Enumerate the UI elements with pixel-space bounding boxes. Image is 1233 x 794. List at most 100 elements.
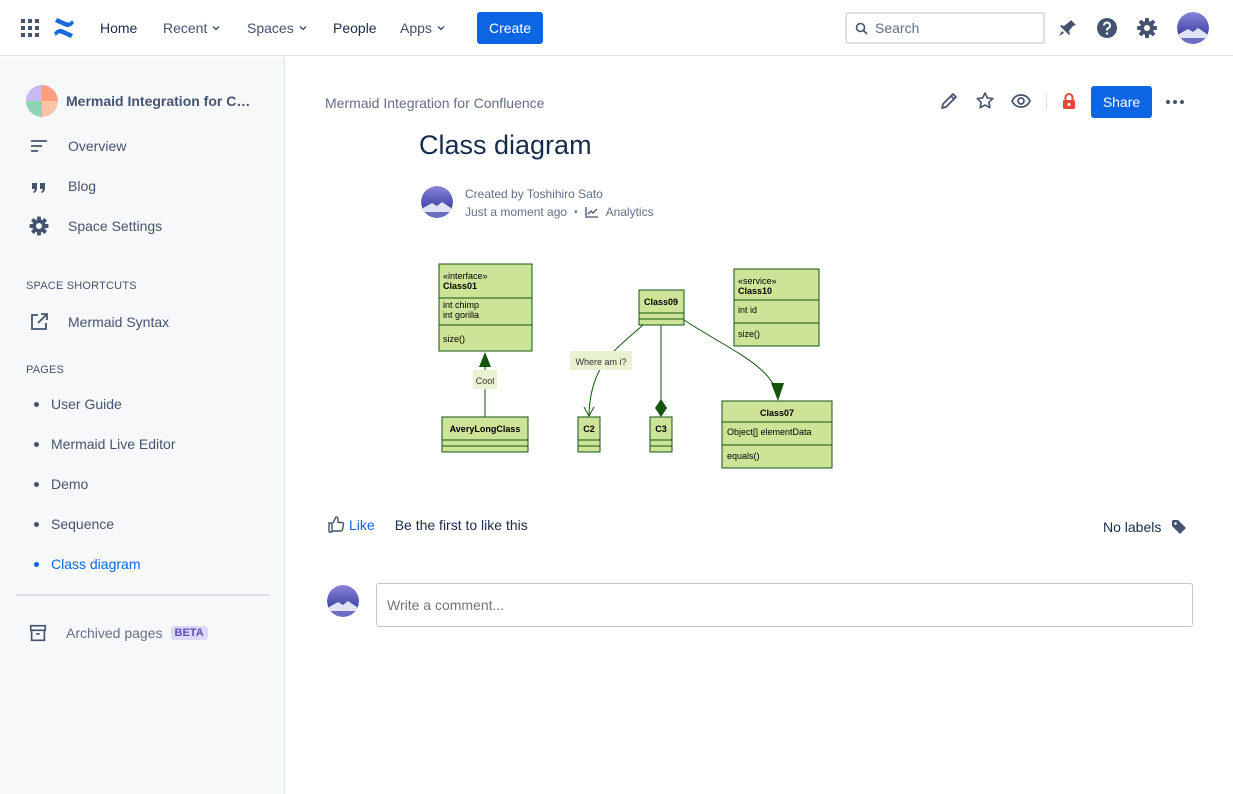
like-button[interactable]: Like xyxy=(328,516,375,533)
notifications-icon[interactable] xyxy=(1057,17,1079,39)
class09-box xyxy=(638,289,685,326)
class10-stereotype: «service» xyxy=(738,276,777,286)
overview-lines-icon xyxy=(31,140,47,152)
sidebar-item-space-settings[interactable]: Space Settings xyxy=(28,215,162,237)
class10-method: size() xyxy=(738,329,760,339)
analytics-chart-icon xyxy=(584,207,598,218)
averylongclass-box xyxy=(441,416,529,453)
sidebar-page-class-diagram[interactable]: Class diagram xyxy=(34,556,140,572)
bullet-icon xyxy=(34,561,39,567)
c2-box xyxy=(577,416,601,453)
timestamp: Just a moment ago xyxy=(465,205,568,219)
confluence-logo-icon[interactable] xyxy=(52,16,76,40)
share-button[interactable]: Share xyxy=(1091,86,1152,118)
sidebar-page-sequence[interactable]: Sequence xyxy=(34,516,114,532)
class01-method: size() xyxy=(443,334,465,344)
dependency-arrowhead xyxy=(771,383,784,401)
edit-pencil-icon[interactable] xyxy=(939,91,959,111)
no-labels-text: No labels xyxy=(1103,519,1162,535)
sidebar-page-demo[interactable]: Demo xyxy=(34,476,88,492)
class07-title: Class07 xyxy=(760,408,794,418)
chevron-down-icon xyxy=(299,25,307,31)
space-name: Mermaid Integration for Co... xyxy=(66,93,256,109)
sidebar: Mermaid Integration for Co... Overview B… xyxy=(0,57,285,794)
breadcrumb[interactable]: Mermaid Integration for Confluence xyxy=(325,95,545,111)
sidebar-shortcut-mermaid-syntax[interactable]: Mermaid Syntax xyxy=(28,311,169,333)
pages-heading: PAGES xyxy=(26,364,65,376)
action-separator xyxy=(1046,94,1047,110)
beta-badge: BETA xyxy=(170,626,208,640)
archive-box-icon xyxy=(29,624,47,642)
class07-box xyxy=(721,400,833,469)
composition-diamond xyxy=(655,399,667,417)
bullet-icon xyxy=(34,481,39,487)
c3-title: C3 xyxy=(655,424,667,434)
sidebar-item-blog[interactable]: Blog xyxy=(28,175,96,197)
quote-icon xyxy=(32,183,45,193)
inheritance-arrowhead xyxy=(479,352,491,367)
nav-recent[interactable]: Recent xyxy=(163,18,221,38)
nav-home[interactable]: Home xyxy=(100,20,138,36)
search-icon xyxy=(855,22,868,35)
app-switcher-icon[interactable] xyxy=(21,19,39,37)
help-icon[interactable] xyxy=(1096,17,1118,39)
like-row: Like Be the first to like this xyxy=(328,516,528,533)
sidebar-archived-pages[interactable]: Archived pages BETA xyxy=(28,623,208,643)
settings-gear-icon[interactable] xyxy=(1136,17,1158,39)
class01-stereotype: «interface» xyxy=(443,271,488,281)
star-icon[interactable] xyxy=(975,91,995,111)
user-avatar[interactable] xyxy=(1177,12,1209,44)
space-avatar-icon xyxy=(26,85,58,117)
where-label-bg xyxy=(570,351,632,370)
byline-meta: Just a moment ago • Analytics xyxy=(465,205,654,219)
more-actions-icon[interactable] xyxy=(1165,96,1185,108)
class09-title: Class09 xyxy=(644,297,678,307)
thumbs-up-icon xyxy=(328,516,345,533)
c3-box xyxy=(649,416,673,453)
chevron-down-icon xyxy=(212,25,220,31)
bullet-icon xyxy=(34,401,39,407)
class10-title: Class10 xyxy=(738,286,772,296)
sidebar-page-mermaid-live-editor[interactable]: Mermaid Live Editor xyxy=(34,436,176,452)
averylongclass-title: AveryLongClass xyxy=(450,424,521,434)
sidebar-item-overview[interactable]: Overview xyxy=(28,135,126,157)
c2-title: C2 xyxy=(583,424,595,434)
class07-method: equals() xyxy=(727,451,760,461)
association-arrowhead xyxy=(583,406,595,418)
class01-box xyxy=(438,263,533,352)
watch-eye-icon[interactable] xyxy=(1011,91,1031,111)
sidebar-divider xyxy=(16,594,269,596)
class01-attr: int gorilla xyxy=(443,310,479,320)
comment-input[interactable] xyxy=(376,583,1193,627)
created-by-text: Created by Toshihiro Sato xyxy=(465,187,603,201)
sidebar-page-user-guide[interactable]: User Guide xyxy=(34,396,122,412)
class01-title: Class01 xyxy=(443,281,477,291)
nav-apps[interactable]: Apps xyxy=(400,18,446,38)
space-header[interactable]: Mermaid Integration for Co... xyxy=(26,85,256,117)
restrictions-lock-icon[interactable] xyxy=(1059,91,1079,111)
class01-attr: int chimp xyxy=(443,300,479,310)
class10-attr: int id xyxy=(738,305,757,315)
analytics-link[interactable]: Analytics xyxy=(605,205,654,219)
nav-people[interactable]: People xyxy=(333,20,377,36)
class10-box xyxy=(733,268,820,347)
separator-dot: • xyxy=(574,206,578,218)
commenter-avatar xyxy=(327,585,359,617)
create-button[interactable]: Create xyxy=(477,12,543,44)
space-shortcuts-heading: SPACE SHORTCUTS xyxy=(26,280,137,292)
author-avatar[interactable] xyxy=(421,186,453,218)
external-link-icon xyxy=(31,313,48,330)
class07-attr: Object[] elementData xyxy=(727,427,812,437)
labels-area: No labels xyxy=(1103,519,1187,535)
like-status-text: Be the first to like this xyxy=(394,516,528,533)
nav-spaces[interactable]: Spaces xyxy=(247,18,308,38)
where-label: Where am i? xyxy=(575,357,626,367)
cool-label: Cool xyxy=(476,376,495,386)
bullet-icon xyxy=(34,521,39,527)
search-input[interactable]: Search xyxy=(845,12,1045,44)
cool-label-bg xyxy=(473,370,497,389)
label-tag-icon[interactable] xyxy=(1171,519,1187,535)
chevron-down-icon xyxy=(437,25,445,31)
bullet-icon xyxy=(34,441,39,447)
class-diagram: Cool Where am i? «interface» Class01 int… xyxy=(438,263,833,469)
